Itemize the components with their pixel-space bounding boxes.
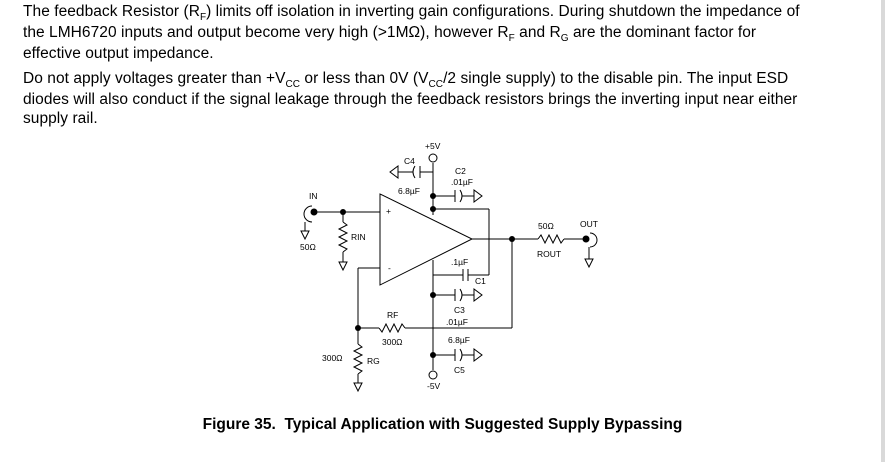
- label-c1-value: .1µF: [451, 257, 468, 267]
- label-rg-value: 300Ω: [322, 353, 343, 363]
- rout-resistor-icon: [537, 233, 565, 245]
- text-span: the LMH6720 inputs and output become ver…: [23, 24, 509, 41]
- ground-icon: [584, 258, 594, 269]
- circuit-wires: [303, 163, 598, 383]
- node-dot: [355, 325, 361, 331]
- label-c5-value: 6.8µF: [448, 335, 470, 345]
- label-rf: RF: [387, 310, 398, 320]
- paragraph-feedback-resistor: The feedback Resistor (RF) limits off is…: [23, 2, 865, 63]
- label-rf-value: 300Ω: [382, 337, 403, 347]
- subscript: CC: [428, 79, 444, 90]
- ground-icon: [338, 261, 348, 272]
- label-in-term: 50Ω: [300, 242, 316, 252]
- text-line: The feedback Resistor (RF) limits off is…: [23, 2, 865, 23]
- subscript: F: [508, 33, 515, 44]
- label-c2-value: .01µF: [451, 177, 473, 187]
- text-span: /2 single supply) to the disable pin. Th…: [443, 70, 789, 87]
- text-span: Do not apply voltages greater than +V: [23, 70, 286, 87]
- paragraph-disable-pin: Do not apply voltages greater than +VCC …: [23, 69, 865, 128]
- node-dot: [582, 235, 590, 243]
- subscript: G: [560, 33, 569, 44]
- label-c1: C1: [475, 276, 486, 286]
- input-connector-icon: [303, 205, 313, 223]
- pos-supply-terminal: [428, 153, 438, 163]
- label-rout: ROUT: [537, 249, 561, 259]
- node-dot: [430, 193, 436, 199]
- subscript: CC: [285, 79, 301, 90]
- subscript: F: [199, 12, 207, 23]
- ground-icon: [473, 288, 483, 302]
- figure-caption: Figure 35. Typical Application with Sugg…: [202, 416, 683, 433]
- text-line: diodes will also conduct if the signal l…: [23, 91, 798, 108]
- label-rg: RG: [367, 356, 380, 366]
- node-dot: [509, 236, 515, 242]
- circuit-nodes: [310, 153, 590, 380]
- label-neg-supply: -5V: [427, 381, 441, 391]
- circuit-schematic: +5V -5V C4 6.8µF C2 .01µF IN 50Ω RIN + -…: [300, 141, 598, 393]
- label-pos-supply: +5V: [425, 141, 441, 151]
- output-connector-icon: [589, 232, 598, 248]
- text-span: The feedback Resistor (R: [23, 3, 200, 20]
- label-in: IN: [309, 191, 318, 201]
- text-line: the LMH6720 inputs and output become ver…: [23, 23, 865, 44]
- op-amp-symbol: [379, 193, 474, 286]
- label-c3: C3: [454, 305, 465, 315]
- page-edge-shadow: [881, 0, 885, 462]
- text-span: are the dominant factor for: [568, 24, 757, 41]
- label-c4-value: 6.8µF: [398, 186, 420, 196]
- ground-icon: [473, 189, 483, 203]
- node-dot: [430, 292, 436, 298]
- label-c4: C4: [404, 156, 415, 166]
- text-span: and R: [514, 24, 561, 41]
- text-line: supply rail.: [23, 110, 98, 127]
- node-dot: [430, 352, 436, 358]
- node-dot: [340, 209, 346, 215]
- rf-resistor-icon: [378, 322, 406, 334]
- rin-resistor-icon: [337, 221, 349, 253]
- ground-icon: [473, 348, 483, 362]
- label-c3-value: .01µF: [446, 317, 468, 327]
- circuit-labels: +5V -5V C4 6.8µF C2 .01µF IN 50Ω RIN + -…: [300, 141, 598, 391]
- node-dot: [310, 208, 318, 216]
- label-rout-value: 50Ω: [538, 221, 554, 231]
- node-dot: [430, 206, 436, 212]
- label-plus: +: [386, 206, 391, 216]
- ground-icon: [389, 165, 399, 179]
- text-span: ) limits off isolation in inverting gain…: [206, 3, 800, 20]
- text-line: effective output impedance.: [23, 45, 214, 62]
- ground-icon: [353, 382, 363, 393]
- label-minus: -: [388, 263, 391, 273]
- label-out: OUT: [580, 219, 598, 229]
- label-c5: C5: [454, 365, 465, 375]
- rg-resistor-icon: [352, 343, 364, 375]
- text-span: or less than 0V (V: [300, 70, 429, 87]
- text-line: Do not apply voltages greater than +VCC …: [23, 69, 865, 90]
- label-c2: C2: [455, 166, 466, 176]
- label-rin: RIN: [351, 232, 366, 242]
- neg-supply-terminal: [428, 370, 438, 380]
- ground-symbols: [300, 165, 594, 393]
- ground-icon: [300, 230, 310, 241]
